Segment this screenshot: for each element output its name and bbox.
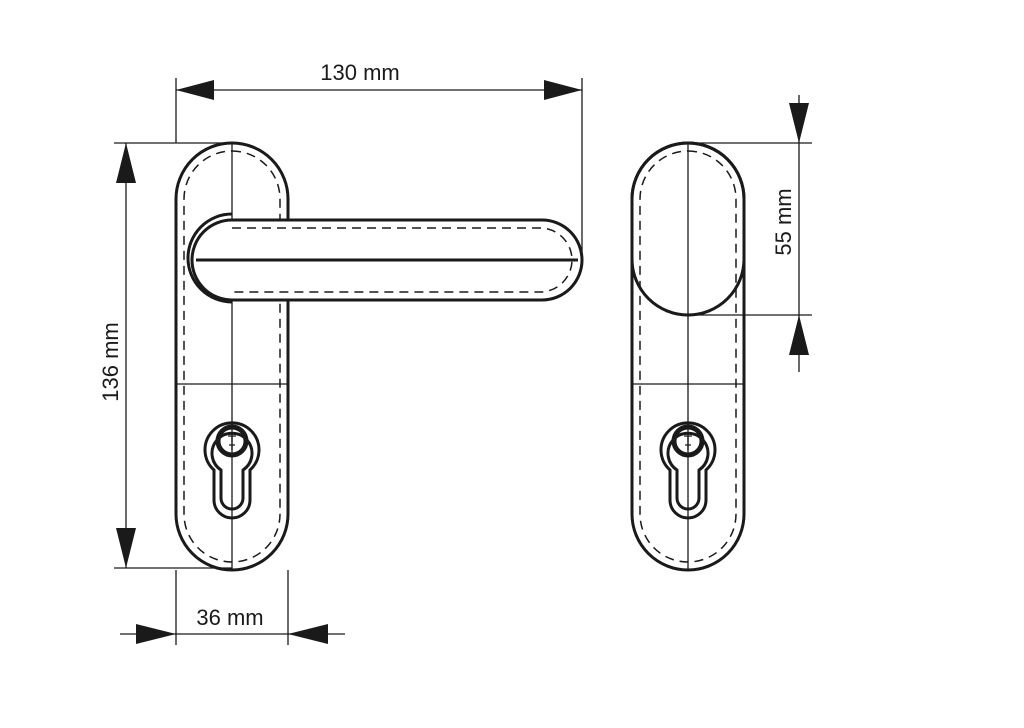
dimension-rose-height: 55 mm [688,95,812,372]
dimension-height: 136 mm [98,142,232,569]
front-view-handle [174,141,584,572]
side-cylinder-lock-icon [659,421,717,520]
rose-outline [186,212,233,304]
dimension-width: 36 mm [120,570,345,645]
lever-inner-outline [232,227,573,293]
side-view-handle [630,141,746,572]
width-label: 36 mm [196,605,263,630]
cylinder-lock-icon [203,421,261,520]
rose-height-label: 55 mm [771,188,796,255]
length-label: 130 mm [320,60,399,85]
height-label: 136 mm [98,322,123,401]
dimension-length: 130 mm [175,60,583,262]
